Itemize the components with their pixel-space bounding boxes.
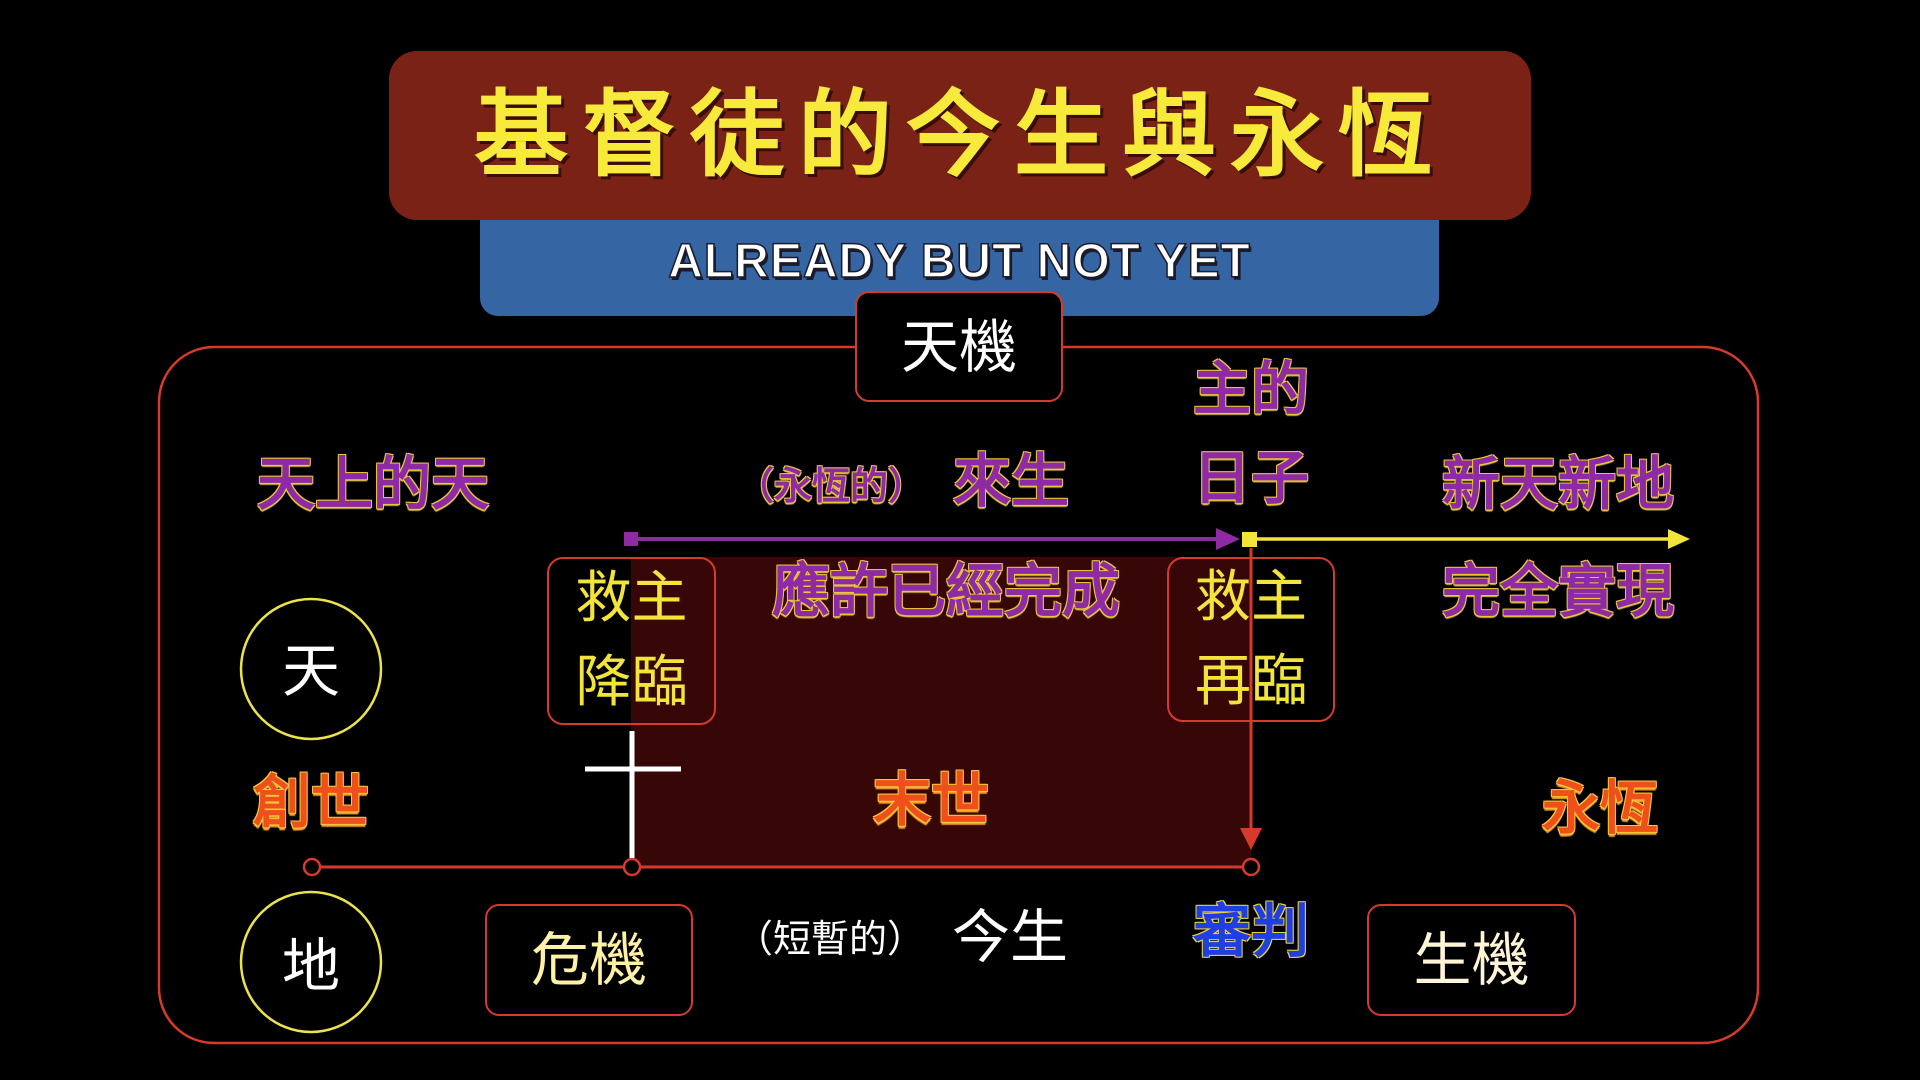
heaven-circle <box>239 597 383 741</box>
slide-title: 基督徒的今生與永恆 <box>473 80 1446 190</box>
next-life-qualifier: （永恆的） <box>735 464 927 508</box>
new-life-label: 生機 <box>1413 926 1530 994</box>
heavenly-secret-box: 天機 <box>855 291 1063 402</box>
judgment-label: 審判 <box>1192 897 1310 965</box>
timeline-node-cross <box>622 857 642 877</box>
day-of-lord-line2: 日子 <box>1192 444 1310 512</box>
last-days-region <box>631 557 1251 867</box>
promise-arrow <box>624 528 1240 550</box>
day-of-lord-line1: 主的 <box>1192 355 1310 423</box>
judgment-arrow-head <box>1240 828 1262 850</box>
fulfillment-arrow-start <box>1242 532 1257 547</box>
promise-fulfilled-label: 應許已經完成 <box>771 557 1121 625</box>
this-life-label: 今生 <box>951 903 1069 971</box>
fulfillment-arrow <box>1256 529 1690 549</box>
crisis-label: 危機 <box>530 926 647 994</box>
creation-label: 創世 <box>252 768 370 836</box>
timeline-node-creation <box>302 857 322 877</box>
fully-realized-label: 完全實現 <box>1441 557 1675 625</box>
promise-arrow-head <box>1216 528 1240 550</box>
promise-arrow-start <box>624 532 638 546</box>
slide-subtitle: ALREADY BUT NOT YET <box>667 235 1251 288</box>
last-days-label: 末世 <box>872 766 990 834</box>
eternity-label: 永恆 <box>1541 774 1659 842</box>
earth-circle <box>239 890 383 1034</box>
second-coming-line2: 再臨 <box>1195 648 1307 714</box>
crisis-box: 危機 <box>485 904 693 1016</box>
new-life-box: 生機 <box>1367 904 1576 1016</box>
second-coming-line1: 救主 <box>1195 564 1307 630</box>
first-coming-box: 救主 降臨 <box>547 557 716 725</box>
cross-icon <box>585 731 681 858</box>
heaven-label: 天 <box>281 637 341 705</box>
heaven-of-heavens-label: 天上的天 <box>256 450 490 518</box>
heavenly-secret-label: 天機 <box>900 312 1017 381</box>
new-heaven-new-earth-label: 新天新地 <box>1441 450 1675 518</box>
title-banner: 基督徒的今生與永恆 <box>389 51 1531 220</box>
judgment-arrow <box>1240 548 1262 850</box>
earth-label: 地 <box>281 932 341 1000</box>
second-coming-box: 救主 再臨 <box>1167 557 1335 722</box>
fulfillment-arrow-head <box>1668 529 1690 549</box>
first-coming-line2: 降臨 <box>575 650 688 715</box>
this-life-qualifier: （短暫的） <box>734 917 926 961</box>
next-life-label: 來生 <box>952 447 1070 515</box>
timeline-node-judgment <box>1241 857 1261 877</box>
first-coming-line1: 救主 <box>575 566 688 631</box>
